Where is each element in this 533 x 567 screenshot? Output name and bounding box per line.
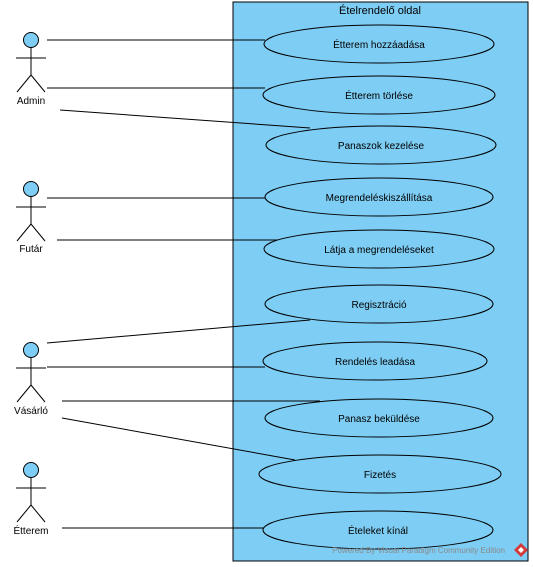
use-case-uc4[interactable]: Megrendeléskiszállítása: [264, 177, 494, 217]
use-case-ellipse: [263, 229, 495, 269]
use-case-label: Étterem hozzáadása: [333, 38, 425, 51]
watermark-text: Powered By Visual Paradigm Community Edi…: [332, 546, 505, 555]
system-title: Ételrendelő oldal: [339, 4, 421, 17]
use-case-label: Regisztráció: [351, 300, 406, 311]
actor-futar[interactable]: Futár: [16, 181, 46, 256]
stick-figure-icon: [16, 462, 46, 523]
actor-label: Futár: [19, 244, 43, 255]
use-case-ellipse: [262, 341, 488, 381]
use-case-ellipse: [262, 75, 496, 115]
use-case-ellipse: [264, 284, 494, 324]
use-case-ellipse: [264, 398, 494, 438]
use-case-ellipse: [262, 510, 494, 550]
use-case-label: Látja a megrendeléseket: [324, 245, 434, 256]
use-case-ellipse: [265, 125, 497, 165]
use-case-label: Étterem törlése: [345, 89, 413, 102]
actor-label: Étterem: [13, 524, 48, 537]
use-case-label: Panasz beküldése: [338, 414, 420, 425]
use-case-uc3[interactable]: Panaszok kezelése: [265, 125, 497, 165]
use-case-ellipse: [264, 177, 494, 217]
actor-label: Vásárló: [14, 406, 48, 417]
use-case-uc8[interactable]: Panasz beküldése: [264, 398, 494, 438]
use-case-uc10[interactable]: Ételeket kínál: [262, 510, 494, 550]
associations: [46, 39, 320, 529]
actor-etterem[interactable]: Étterem: [13, 462, 49, 538]
watermark-logo-icon: [514, 543, 528, 557]
use-case-uc7[interactable]: Rendelés leadása: [262, 341, 488, 381]
actor-label: Admin: [17, 96, 45, 107]
use-case-uc6[interactable]: Regisztráció: [264, 284, 494, 324]
association-vasarlo-uc6: [46, 319, 311, 344]
use-case-ellipse: [263, 24, 495, 64]
use-case-uc2[interactable]: Étterem törlése: [262, 75, 496, 115]
use-case-label: Fizetés: [364, 470, 396, 481]
stick-figure-icon: [16, 32, 46, 93]
use-case-uc9[interactable]: Fizetés: [258, 454, 502, 494]
use-case-uc1[interactable]: Étterem hozzáadása: [263, 24, 495, 64]
use-case-uc5[interactable]: Látja a megrendeléseket: [263, 229, 495, 269]
use-case-label: Megrendeléskiszállítása: [326, 193, 433, 204]
association-admin-uc3: [59, 109, 311, 129]
association-vasarlo-uc9: [61, 417, 296, 461]
stick-figure-icon: [16, 181, 46, 242]
use-case-label: Rendelés leadása: [335, 357, 415, 368]
actor-admin[interactable]: Admin: [16, 32, 46, 108]
actor-vasarlo[interactable]: Vásárló: [14, 342, 48, 418]
use-case-label: Panaszok kezelése: [338, 141, 425, 152]
use-case-label: Ételeket kínál: [348, 524, 408, 537]
use-case-ellipse: [258, 454, 502, 494]
stick-figure-icon: [16, 342, 46, 403]
